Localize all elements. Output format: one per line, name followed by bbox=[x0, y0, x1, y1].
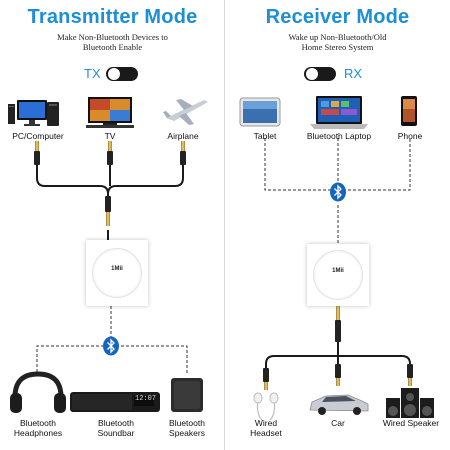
transmitter-input-cables bbox=[36, 165, 184, 240]
receiver-device-brand: 1Mii bbox=[332, 268, 344, 274]
center-divider bbox=[224, 0, 225, 450]
phone-icon bbox=[401, 96, 417, 126]
receiver-device-puck: 1Mii bbox=[313, 250, 363, 300]
car-icon bbox=[309, 394, 369, 415]
source-label-tv: TV bbox=[104, 131, 116, 141]
output-label-line1: Car bbox=[331, 418, 345, 428]
receiver-subtitle-line2: Home Stereo System bbox=[301, 42, 374, 52]
output-label-line2: Soundbar bbox=[97, 428, 135, 438]
transmitter-subtitle: Make Non-Bluetooth Devices to Bluetooth … bbox=[0, 32, 225, 52]
wired-headset-icon bbox=[253, 392, 279, 421]
output-label-line1: Bluetooth bbox=[169, 418, 205, 428]
output-jack-plugs bbox=[263, 306, 413, 390]
output-label-line1: Bluetooth bbox=[98, 418, 134, 428]
output-label-speakers: Bluetooth Speakers bbox=[157, 418, 217, 438]
bluetooth-icon bbox=[103, 336, 119, 356]
output-label-line1: Wired Speaker bbox=[382, 418, 440, 428]
source-jack-plugs bbox=[34, 141, 186, 226]
soundbar-display: 12:07 bbox=[135, 395, 157, 403]
source-label-airplane: Airplane bbox=[167, 131, 199, 141]
receiver-bluetooth-links bbox=[264, 138, 411, 244]
transmitter-device-brand: 1Mii bbox=[111, 266, 123, 272]
source-label-laptop: Bluetooth Laptop bbox=[306, 131, 372, 141]
receiver-title: Receiver Mode bbox=[265, 6, 410, 28]
output-label-wired-headset: Wired Headset bbox=[241, 418, 291, 438]
headphones-icon bbox=[10, 371, 66, 413]
transmitter-subtitle-line2: Bluetooth Enable bbox=[82, 42, 143, 52]
rx-switch[interactable] bbox=[304, 67, 336, 81]
tx-label: TX bbox=[84, 66, 101, 81]
source-label-pc: PC/Computer bbox=[12, 131, 64, 141]
output-label-soundbar: Bluetooth Soundbar bbox=[84, 418, 148, 438]
wired-speaker-icon bbox=[386, 388, 434, 418]
bluetooth-icon bbox=[330, 182, 346, 202]
rx-label: RX bbox=[344, 66, 363, 81]
output-label-line1: Wired bbox=[254, 418, 278, 428]
output-label-wired-speaker: Wired Speaker bbox=[380, 418, 442, 428]
tv-icon bbox=[86, 97, 134, 128]
output-label-line2: Headphones bbox=[13, 428, 63, 438]
tx-switch[interactable] bbox=[106, 67, 138, 81]
output-label-headphones: Bluetooth Headphones bbox=[6, 418, 70, 438]
source-label-tablet: Tablet bbox=[253, 131, 277, 141]
receiver-subtitle-line1: Wake up Non-Bluetooth/Old bbox=[288, 32, 387, 42]
airplane-icon bbox=[163, 99, 208, 125]
output-label-line2: Headset bbox=[250, 428, 282, 438]
laptop-icon bbox=[310, 96, 368, 129]
pc-computer-icon bbox=[8, 100, 59, 126]
transmitter-device: 1Mii bbox=[86, 240, 148, 306]
source-label-phone: Phone bbox=[397, 131, 423, 141]
output-label-line1: Bluetooth bbox=[20, 418, 56, 428]
output-label-line2: Speakers bbox=[169, 428, 205, 438]
rx-switch-knob bbox=[306, 68, 318, 80]
transmitter-device-puck: 1Mii bbox=[92, 248, 142, 298]
tablet-icon bbox=[239, 97, 281, 127]
receiver-subtitle: Wake up Non-Bluetooth/Old Home Stereo Sy… bbox=[225, 32, 450, 52]
tx-switch-knob bbox=[108, 68, 120, 80]
output-label-car: Car bbox=[318, 418, 358, 428]
receiver-device: 1Mii bbox=[307, 244, 369, 306]
bluetooth-speaker-icon bbox=[171, 378, 203, 412]
transmitter-title: Transmitter Mode bbox=[27, 6, 198, 28]
soundbar-icon bbox=[70, 392, 160, 412]
transmitter-subtitle-line1: Make Non-Bluetooth Devices to bbox=[57, 32, 168, 42]
